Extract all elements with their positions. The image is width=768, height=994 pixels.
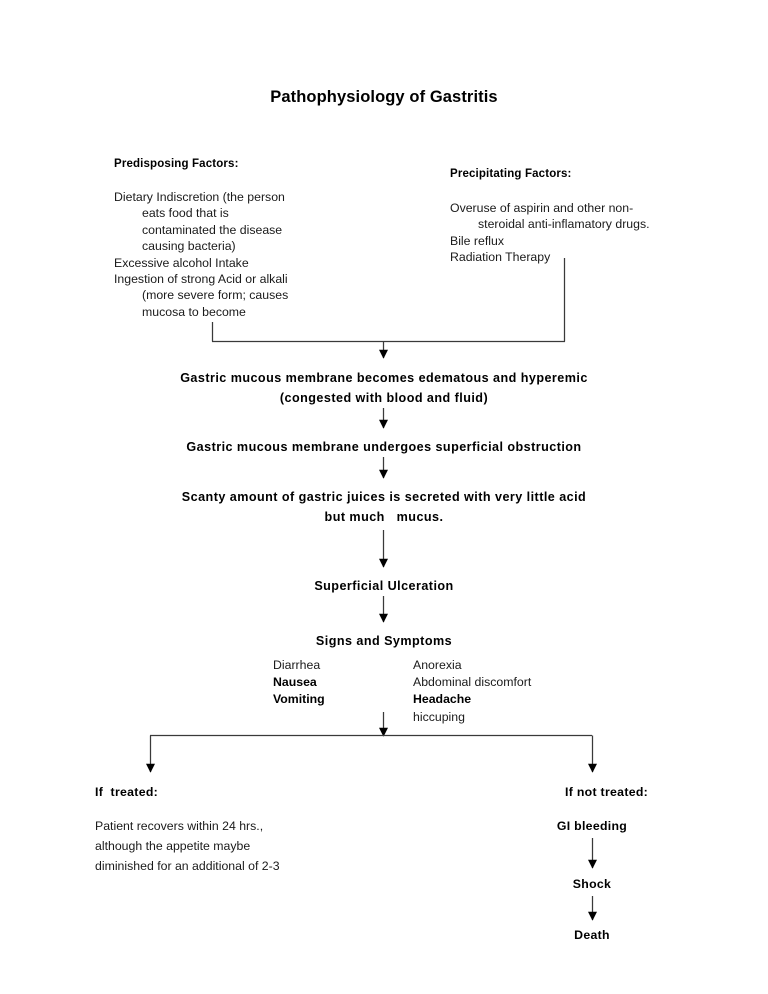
- symptom-headache: Headache: [413, 692, 472, 707]
- predisposing-factors-heading: Predisposing Factors:: [114, 158, 239, 170]
- symptom-abdominal-discomfort: Abdominal discomfort: [413, 675, 532, 690]
- predisposing-line-4: causing bacteria): [142, 239, 236, 254]
- predisposing-line-6: Ingestion of strong Acid or alkali: [114, 272, 288, 287]
- precipitating-factors-list: Overuse of aspirin and other non- steroi…: [450, 200, 700, 266]
- if-treated-heading: If treated:: [95, 785, 159, 799]
- page-title: Pathophysiology of Gastritis: [270, 88, 498, 106]
- if-treated-body: Patient recovers within 24 hrs., althoug…: [95, 816, 395, 876]
- treated-line-3: diminished for an additional of 2-3: [95, 859, 280, 873]
- flow-node-superficial-obstruction: Gastric mucous membrane undergoes superf…: [186, 440, 582, 454]
- flow-node-gi-bleeding: GI bleeding: [556, 819, 628, 833]
- symptom-nausea: Nausea: [273, 675, 317, 690]
- precipitating-line-3: Bile reflux: [450, 233, 504, 248]
- predisposing-line-3: contaminated the disease: [142, 222, 283, 237]
- symptom-vomiting: Vomiting: [273, 692, 325, 707]
- treated-line-2: although the appetite maybe: [95, 839, 251, 853]
- precipitating-line-4: Radiation Therapy: [450, 250, 551, 265]
- predisposing-line-1: Dietary Indiscretion (the person: [114, 190, 285, 204]
- treated-line-1: Patient recovers within 24 hrs.,: [95, 819, 264, 833]
- flow-node-death: Death: [574, 928, 610, 942]
- symptoms-column-left: Diarrhea Nausea Vomiting: [273, 657, 413, 709]
- flow-node-signs-and-symptoms: Signs and Symptoms: [315, 634, 453, 648]
- predisposing-line-2: eats food that is: [142, 206, 229, 221]
- predisposing-factors-list: Dietary Indiscretion (the person eats fo…: [114, 189, 344, 320]
- symptoms-column-right: Anorexia Abdominal discomfort Headache h…: [413, 657, 613, 726]
- if-not-treated-heading: If not treated:: [565, 785, 649, 799]
- symptom-anorexia: Anorexia: [413, 658, 462, 672]
- precipitating-line-2: steroidal anti-inflamatory drugs.: [478, 217, 650, 232]
- predisposing-line-8: mucosa to become: [142, 304, 246, 319]
- symptom-hiccuping: hiccuping: [413, 709, 465, 724]
- precipitating-factors-heading: Precipitating Factors:: [450, 168, 572, 180]
- flow-node-scanty-gastric-juices: Scanty amount of gastric juices is secre…: [181, 490, 587, 524]
- predisposing-line-7: (more severe form; causes: [142, 288, 289, 303]
- symptom-diarrhea: Diarrhea: [273, 658, 321, 672]
- predisposing-line-5: Excessive alcohol Intake: [114, 255, 249, 270]
- flow-node-shock: Shock: [572, 877, 612, 891]
- precipitating-line-1: Overuse of aspirin and other non-: [450, 201, 634, 215]
- flow-node-edematous-hyperemic: Gastric mucous membrane becomes edematou…: [180, 371, 588, 405]
- flow-node-superficial-ulceration: Superficial Ulceration: [314, 579, 454, 593]
